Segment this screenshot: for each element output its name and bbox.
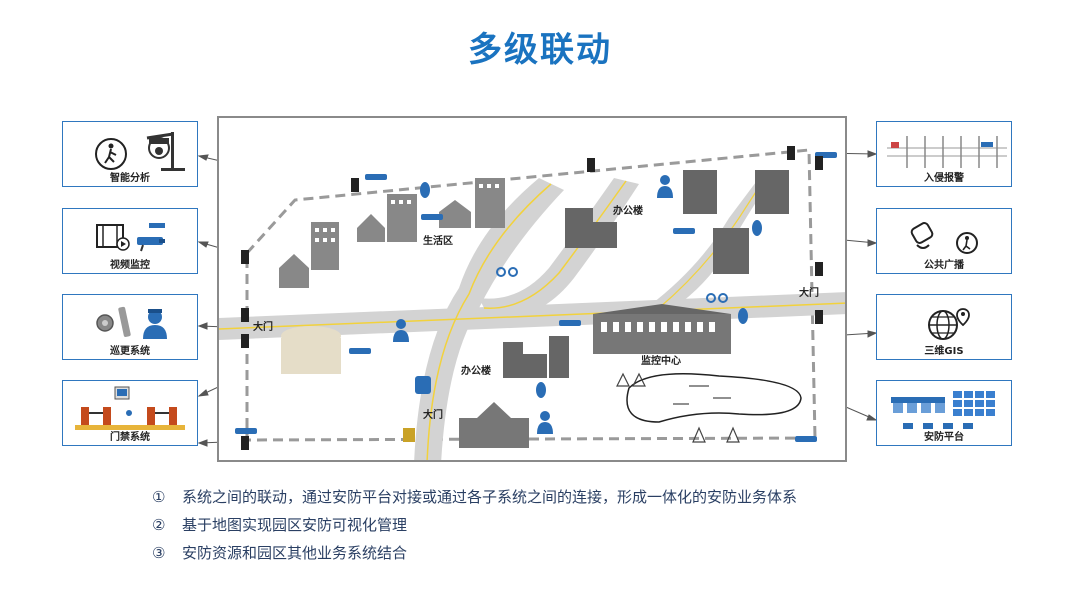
monitor-center-label: 监控中心: [641, 354, 681, 367]
turnstile-icon: [75, 386, 185, 430]
smart-analysis-label: 智能分析: [110, 173, 150, 184]
office-building-mid-label: 办公楼: [461, 364, 491, 377]
bullet-text: 基于地图实现园区安防可视化管理: [182, 516, 408, 534]
gate-bottom-label: 大门: [423, 408, 443, 421]
patrol-system-box[interactable]: 巡更系统: [62, 294, 198, 360]
control-room-icon: [891, 391, 995, 429]
bullet-number: ②: [152, 516, 166, 534]
bullet-item: ② 基于地图实现园区安防可视化管理: [152, 511, 797, 539]
film-icon: [96, 224, 130, 251]
trees: [616, 372, 740, 443]
gis-3d-label: 三维GIS: [924, 346, 964, 357]
video-monitoring-box[interactable]: 视频监控: [62, 208, 198, 274]
security-platform-label: 安防平台: [924, 432, 964, 443]
smart-analysis-box[interactable]: 智能分析: [62, 121, 198, 187]
camera-pole-icon: [146, 132, 185, 171]
bullet-number: ③: [152, 544, 166, 562]
bullet-number: ①: [152, 488, 166, 506]
gis-3d-box[interactable]: 三维GIS: [876, 294, 1012, 360]
campus-boundary: [245, 148, 817, 442]
public-broadcast-label: 公共广播: [924, 260, 964, 271]
page-title: 多级联动: [468, 30, 612, 70]
camera-markers: [235, 152, 837, 442]
heritage-building: [281, 326, 341, 374]
car-marker: [415, 376, 431, 394]
cctv-camera-icon: [137, 223, 165, 252]
guard-icon: [143, 309, 167, 339]
patrol-device-icon: [96, 306, 131, 337]
bullet-text: 系统之间的联动，通过安防平台对接或通过各子系统之间的连接，形成一体化的安防业务体…: [182, 488, 798, 506]
speaker-icon: [910, 222, 934, 249]
gate-left-label: 大门: [253, 320, 273, 333]
campus-map-drawing: 生活区 办公楼 办公楼 监控中心 大门 大门 大门: [219, 146, 845, 460]
pond: [626, 372, 802, 423]
public-broadcast-box[interactable]: 公共广播: [876, 208, 1012, 274]
video-monitoring-label: 视频监控: [110, 260, 150, 271]
roads: [219, 178, 845, 460]
patrol-system-label: 巡更系统: [110, 346, 150, 357]
guard-markers: [393, 175, 673, 434]
pedestrian-icon: [956, 232, 978, 254]
bullet-list: ① 系统之间的联动，通过安防平台对接或通过各子系统之间的连接，形成一体化的安防业务…: [152, 483, 797, 567]
bullet-item: ① 系统之间的联动，通过安防平台对接或通过各子系统之间的连接，形成一体化的安防业务…: [152, 483, 797, 511]
gate-right-label: 大门: [799, 286, 819, 299]
office-buildings: [503, 170, 789, 378]
campus-map: 生活区 办公楼 办公楼 监控中心 大门 大门 大门: [217, 116, 847, 462]
booth-marker: [403, 428, 415, 442]
bullet-text: 安防资源和园区其他业务系统结合: [182, 544, 408, 562]
monitor-center-building: [593, 304, 731, 354]
bullet-item: ③ 安防资源和园区其他业务系统结合: [152, 539, 797, 567]
speaker-markers: [292, 182, 762, 398]
security-platform-box[interactable]: 安防平台: [876, 380, 1012, 446]
fence-sensor-icon: [887, 136, 1007, 168]
pedestrian-icon: [95, 138, 127, 170]
gate-building: [459, 402, 529, 448]
intrusion-alarm-label: 入侵报警: [924, 173, 964, 184]
office-building-top-label: 办公楼: [613, 204, 643, 217]
access-control-label: 门禁系统: [110, 432, 150, 443]
intrusion-alarm-box[interactable]: 入侵报警: [876, 121, 1012, 187]
access-control-box[interactable]: 门禁系统: [62, 380, 198, 446]
gate-posts: [241, 146, 823, 450]
living-area-label: 生活区: [423, 234, 453, 247]
globe-pin-icon: [928, 308, 970, 340]
bike-markers: [496, 267, 728, 303]
